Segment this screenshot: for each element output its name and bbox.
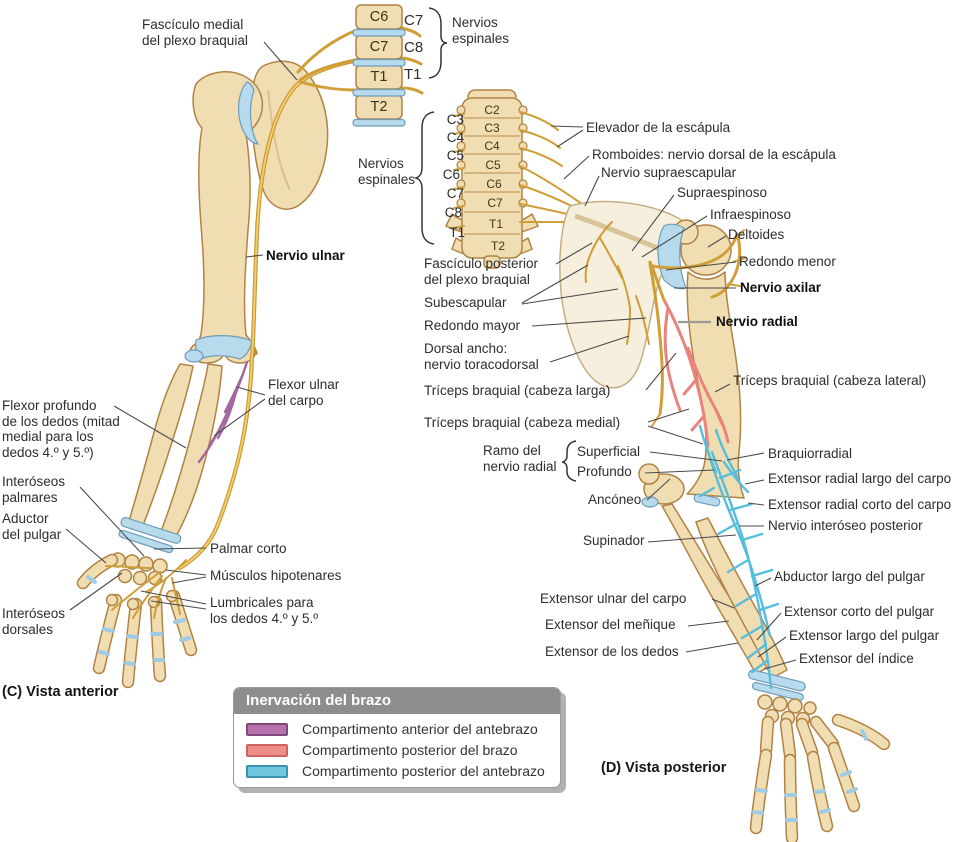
label-nervios-espinales-top: Nervios espinales <box>452 15 510 46</box>
label-palmar-corto: Palmar corto <box>210 541 287 556</box>
root-label: C8 <box>444 205 462 220</box>
label-extensor-dedos: Extensor de los dedos <box>545 644 679 659</box>
label-extensor-menique: Extensor del meñique <box>545 617 676 632</box>
legend-swatch-purple <box>246 722 288 736</box>
vertebra-label: T2 <box>490 239 505 253</box>
vertebra-label: C4 <box>484 139 500 153</box>
label-romboides: Romboides: nervio dorsal de la escápula <box>592 147 836 162</box>
anterior-compartment-nerves <box>197 360 249 464</box>
anterior-elbow-joint <box>195 335 253 361</box>
legend-item-label: Compartimento anterior del antebrazo <box>302 721 538 737</box>
label-braquiorradial: Braquiorradial <box>768 446 853 461</box>
label-fasciculo-posterior: Fascículo posterior del plexo braquial <box>424 256 539 287</box>
label-flexor-profundo: Flexor profundo de los dedos (mitad medi… <box>2 398 120 460</box>
legend-item-anterior-antebrazo: Compartimento anterior del antebrazo <box>234 718 560 739</box>
label-ramo-nervio-radial: Ramo del nervio radial <box>483 443 557 474</box>
label-nervio-supraescapular: Nervio supraescapular <box>601 165 737 180</box>
anterior-humerus <box>192 71 264 357</box>
ulnar-hand-branches <box>105 559 187 619</box>
spine-posterior-illustration <box>413 89 661 269</box>
legend-title: Inervación del brazo <box>234 688 560 714</box>
posterior-forearm-nerves <box>698 424 780 690</box>
spine-posterior-brace <box>413 111 435 245</box>
label-extensor-radial-corto: Extensor radial corto del carpo <box>768 497 952 512</box>
legend-swatch-blue <box>246 764 288 778</box>
legend-item-label: Compartimento posterior del antebrazo <box>302 763 545 779</box>
label-nervios-espinales-posterior: Nervios espinales <box>358 156 416 187</box>
root-label: T1 <box>404 66 422 83</box>
vertebra-label: T1 <box>488 217 503 231</box>
label-interoseos-dorsales: Interóseos dorsales <box>2 606 66 637</box>
radial-nerve-path <box>662 298 730 448</box>
vertebra-label: C3 <box>484 121 500 135</box>
vertebra-label: C6 <box>486 177 502 191</box>
label-nervio-interoseo: Nervio interóseo posterior <box>768 518 923 533</box>
label-triceps-larga: Tríceps braquial (cabeza larga) <box>424 383 611 398</box>
vertebra-label: C2 <box>484 103 500 117</box>
label-nervio-axilar: Nervio axilar <box>740 280 822 295</box>
anterior-glenoid <box>237 81 260 145</box>
label-supraespinoso: Supraespinoso <box>677 185 768 200</box>
label-anconeo: Ancóneo <box>588 492 642 507</box>
vertebra-label: C7 <box>369 39 389 55</box>
label-triceps-lateral: Tríceps braquial (cabeza lateral) <box>733 373 927 388</box>
root-label: C4 <box>446 130 464 145</box>
vertebra-label: T2 <box>370 99 388 115</box>
leader-lines <box>65 41 797 670</box>
root-label: T1 <box>449 225 465 240</box>
label-subescapular: Subescapular <box>424 295 507 310</box>
anterior-hand <box>76 552 198 689</box>
legend-item-label: Compartimento posterior del brazo <box>302 742 518 758</box>
root-label: C3 <box>446 112 464 127</box>
label-extensor-ulnar-carpo: Extensor ulnar del carpo <box>540 591 687 606</box>
posterior-shoulder-nerves <box>584 221 746 427</box>
ramo-brace <box>561 440 577 482</box>
label-extensor-largo-pulgar: Extensor largo del pulgar <box>789 628 940 643</box>
label-interoseos-palmares: Interóseos palmares <box>2 474 66 505</box>
root-label: C5 <box>446 148 464 163</box>
label-deltoides: Deltoides <box>728 227 785 242</box>
vertebra-label: T1 <box>370 69 388 85</box>
label-aductor-pulgar: Aductor del pulgar <box>2 511 62 542</box>
label-extensor-indice: Extensor del índice <box>799 651 914 666</box>
spine-top-illustration <box>352 4 448 127</box>
label-fasciculo-medial: Fascículo medial del plexo braquial <box>142 17 248 48</box>
label-musculos-hipotenares: Músculos hipotenares <box>210 568 342 583</box>
label-redondo-mayor: Redondo mayor <box>424 318 521 333</box>
label-ramo-superficial: Superficial <box>577 444 641 459</box>
label-dorsal-ancho: Dorsal ancho: nervio toracodorsal <box>424 341 539 372</box>
legend-item-posterior-brazo: Compartimento posterior del brazo <box>234 739 560 760</box>
posterior-hand <box>749 694 891 842</box>
label-nervio-ulnar: Nervio ulnar <box>266 248 345 263</box>
vertebra-label: C5 <box>485 158 501 172</box>
label-flexor-ulnar: Flexor ulnar del carpo <box>268 377 340 408</box>
label-redondo-menor: Redondo menor <box>739 254 836 269</box>
label-elevador-escapula: Elevador de la escápula <box>586 120 731 135</box>
label-triceps-medial: Tríceps braquial (cabeza medial) <box>424 415 621 430</box>
root-label: C6 <box>442 167 460 182</box>
root-label: C7 <box>404 12 424 29</box>
vertebra-label: C7 <box>487 196 503 210</box>
legend-box: Inervación del brazo Compartimento anter… <box>233 687 561 788</box>
caption-vista-posterior: (D) Vista posterior <box>601 760 727 776</box>
label-ramo-profundo: Profundo <box>577 464 632 479</box>
legend-swatch-red <box>246 743 288 757</box>
anterior-arm-illustration <box>76 26 424 689</box>
vertebra-label: C6 <box>369 9 389 25</box>
root-label: C8 <box>404 39 424 56</box>
posterior-arm-illustration <box>559 200 891 842</box>
label-extensor-corto-pulgar: Extensor corto del pulgar <box>784 604 935 619</box>
label-supinador: Supinador <box>583 533 645 548</box>
legend-item-posterior-antebrazo: Compartimento posterior del antebrazo <box>234 760 560 781</box>
caption-vista-anterior: (C) Vista anterior <box>2 684 119 700</box>
label-abductor-largo: Abductor largo del pulgar <box>774 569 925 584</box>
label-nervio-radial: Nervio radial <box>716 314 798 329</box>
label-lumbricales: Lumbricales para los dedos 4.º y 5.º <box>210 595 319 626</box>
spine-top-brace <box>428 7 448 79</box>
label-extensor-radial-largo: Extensor radial largo del carpo <box>768 471 952 486</box>
root-label: C7 <box>446 186 464 201</box>
label-infraespinoso: Infraespinoso <box>710 207 792 222</box>
